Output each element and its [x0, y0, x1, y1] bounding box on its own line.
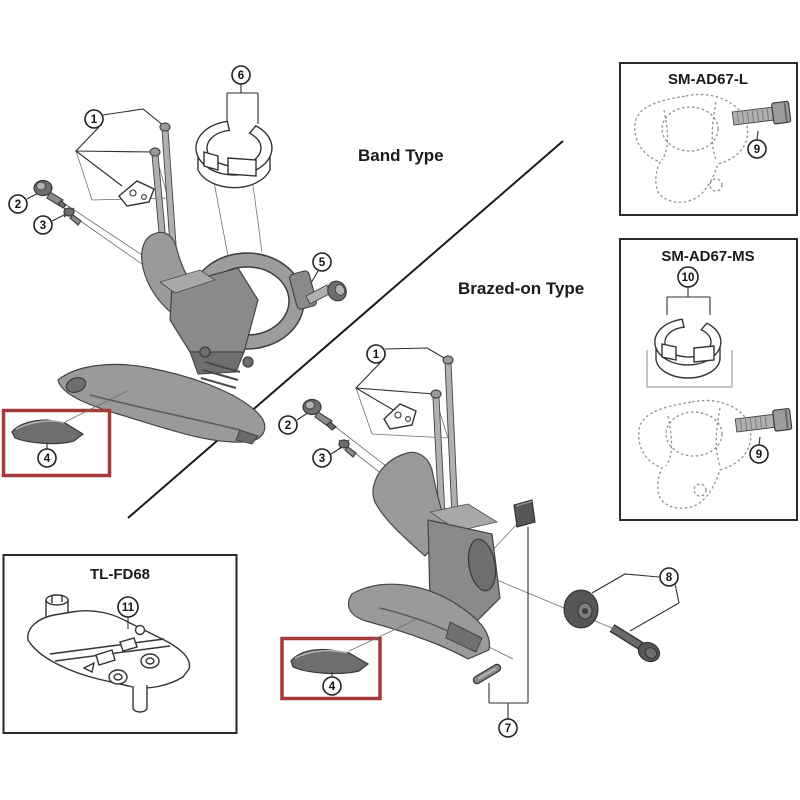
leader-band-1b	[74, 126, 156, 153]
callout-brazed-4: 4	[322, 676, 342, 696]
callout-brazed-7: 7	[498, 718, 518, 738]
bracket-brazed-7	[488, 527, 529, 719]
svg-text:8: 8	[666, 572, 673, 584]
svg-text:3: 3	[40, 220, 46, 232]
leader-brazed-1a	[384, 347, 447, 360]
clamp-shim-ad67ms	[654, 318, 722, 379]
cage-bolt	[609, 624, 661, 663]
leader-band-1c	[75, 150, 123, 187]
spring-coil	[198, 361, 241, 397]
svg-text:7: 7	[505, 723, 511, 735]
bracket-brazed-8	[591, 573, 680, 632]
clamp-bolt-ad67ms	[734, 408, 793, 433]
brazed-on-assembly: 1 2 3 4 7 8	[278, 344, 680, 738]
callout-band-3: 3	[33, 215, 53, 235]
callout-band-4: 4	[37, 448, 57, 468]
svg-text:4: 4	[329, 681, 336, 693]
svg-text:6: 6	[238, 70, 244, 82]
panel-sm-ad67-ms-title: SM-AD67-MS	[661, 248, 754, 265]
svg-text:3: 3	[319, 453, 325, 465]
leader-ad67ms-9	[758, 436, 761, 446]
panel-tl-fd68-title: TL-FD68	[90, 566, 150, 583]
callout-brazed-8: 8	[659, 567, 679, 587]
setting-tool	[27, 594, 191, 713]
callout-band-2: 2	[8, 194, 28, 214]
svg-text:2: 2	[15, 199, 21, 211]
svg-text:2: 2	[285, 420, 291, 432]
band-type-assembly: 1 2 3 4 5 6	[1, 65, 347, 478]
brazed-derailleur-body	[347, 451, 501, 660]
bracket-band-6	[226, 84, 259, 124]
leader-band-3	[51, 213, 67, 222]
callout-ad67l-9: 9	[747, 139, 767, 159]
highlight-box-brazed-skid-plate	[280, 636, 382, 701]
pivot-pin	[472, 663, 502, 685]
panel-border	[619, 62, 798, 216]
svg-text:9: 9	[754, 144, 760, 156]
fixing-bolts-brazed	[430, 355, 459, 518]
panel-border	[619, 238, 798, 521]
cage-bushing	[563, 589, 599, 629]
leader-band-4-part	[64, 390, 128, 423]
band-chain-guide-cage	[57, 363, 266, 445]
clamp-bolt-band	[305, 280, 347, 305]
brazed-on-type-label: Brazed-on Type	[458, 279, 584, 298]
bracket-ad67ms-10	[666, 287, 711, 315]
callout-ad67ms-9: 9	[749, 444, 769, 464]
panel-tl-fd68: TL-FD68 11	[2, 554, 238, 734]
adjust-bolt-brazed	[302, 398, 337, 431]
leader-band-1a	[102, 108, 165, 127]
callout-tlfd68-11: 11	[117, 596, 139, 618]
panel-sm-ad67-l: SM-AD67-L 9	[619, 62, 798, 216]
callout-brazed-2: 2	[278, 415, 298, 435]
clamp-bolt-ad67l	[731, 100, 792, 126]
leader-brazed-4-part	[348, 619, 416, 652]
callout-band-6: 6	[231, 65, 251, 85]
leader-brazed-1b	[354, 361, 435, 395]
band-derailleur-body	[141, 231, 318, 397]
alignment-rect-ad67ms	[646, 350, 733, 388]
alignment-lines-shim	[213, 177, 263, 257]
band-shim	[195, 120, 273, 189]
support-screw-band	[63, 207, 82, 226]
leader-band-5	[310, 270, 319, 284]
callout-brazed-1: 1	[366, 344, 386, 364]
callout-brazed-3: 3	[312, 448, 332, 468]
type-divider-line	[127, 140, 564, 519]
svg-text:1: 1	[91, 114, 98, 126]
support-screw-brazed	[338, 439, 357, 458]
callout-band-5: 5	[312, 252, 332, 272]
mounting-plate	[118, 180, 155, 207]
catcher-plate	[513, 499, 536, 528]
panel-sm-ad67-ms: SM-AD67-MS 10 9	[619, 238, 798, 521]
callout-ad67ms-10: 10	[677, 266, 699, 288]
svg-text:5: 5	[319, 257, 326, 269]
skid-plate-brazed	[290, 648, 370, 675]
svg-text:1: 1	[373, 349, 380, 361]
svg-text:10: 10	[682, 272, 695, 284]
band-type-label: Band Type	[358, 146, 444, 165]
svg-text:11: 11	[122, 602, 135, 614]
clamp-adapter-outline-ms	[638, 399, 752, 509]
leader-ad67l-9	[756, 130, 759, 141]
leader-brazed-1c	[355, 387, 396, 412]
panel-sm-ad67-l-title: SM-AD67-L	[668, 71, 748, 88]
highlight-box-band-skid-plate	[1, 408, 112, 478]
skid-plate-band	[11, 419, 85, 445]
adjust-bolt-band	[33, 179, 67, 209]
mounting-plate-brazed	[383, 403, 417, 430]
svg-text:9: 9	[756, 449, 762, 461]
callout-band-1: 1	[84, 109, 104, 129]
svg-text:4: 4	[44, 453, 51, 465]
